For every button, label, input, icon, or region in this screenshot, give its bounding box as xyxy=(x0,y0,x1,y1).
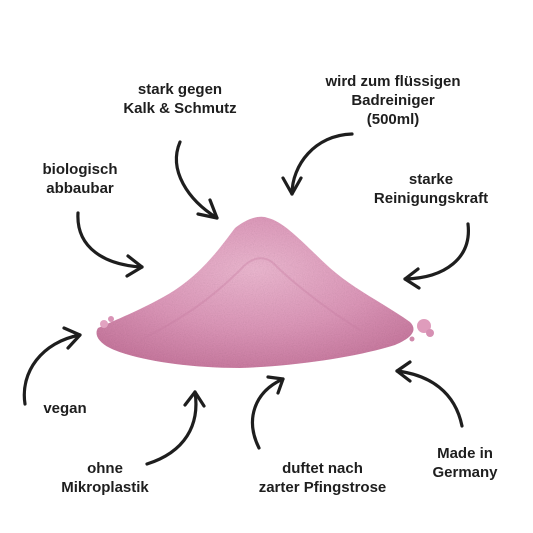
feature-biologisch-line2: abbaubar xyxy=(46,180,114,197)
feature-kalk-line2: Kalk & Schmutz xyxy=(123,100,237,117)
feature-biologisch-line1: biologisch xyxy=(42,161,118,178)
feature-germany: Made in Germany xyxy=(420,444,510,482)
feature-pfingstrose-line2: zarter Pfingstrose xyxy=(258,479,387,496)
feature-mikroplastik-line2: Mikroplastik xyxy=(61,479,149,496)
feature-badreiniger: wird zum flüssigen Badreiniger (500ml) xyxy=(303,72,483,129)
feature-germany-line1: Made in xyxy=(437,445,493,462)
feature-reinigungskraft-line1: starke xyxy=(408,171,454,188)
feature-badreiniger-line2: Badreiniger xyxy=(351,92,435,109)
feature-kalk: stark gegen Kalk & Schmutz xyxy=(110,80,250,118)
pink-powder-pile xyxy=(96,216,434,368)
feature-kalk-line1: stark gegen xyxy=(137,81,223,98)
feature-vegan: vegan xyxy=(30,399,100,418)
arrow-pfingstrose-icon xyxy=(250,375,285,450)
feature-biologisch: biologisch abbaubar xyxy=(25,160,135,198)
arrow-mikroplastik-icon xyxy=(145,390,206,466)
feature-reinigungskraft-line2: Reinigungskraft xyxy=(373,190,489,207)
feature-badreiniger-line3: (500ml) xyxy=(366,111,420,128)
feature-pfingstrose-line1: duftet nach xyxy=(282,460,363,477)
feature-mikroplastik-line1: ohne xyxy=(87,460,123,477)
arrow-reinigungskraft-icon xyxy=(403,222,470,290)
feature-germany-line2: Germany xyxy=(432,464,498,481)
feature-reinigungskraft: starke Reinigungskraft xyxy=(356,170,506,208)
arrow-germany-icon xyxy=(395,360,464,428)
feature-pfingstrose: duftet nach zarter Pfingstrose xyxy=(245,459,400,497)
arrow-kalk-icon xyxy=(174,140,219,220)
arrow-biologisch-icon xyxy=(76,211,144,278)
feature-mikroplastik: ohne Mikroplastik xyxy=(50,459,160,497)
feature-badreiniger-line1: wird zum flüssigen xyxy=(325,73,461,90)
feature-vegan-line1: vegan xyxy=(43,400,87,417)
arrow-badreiniger-icon xyxy=(281,132,354,196)
arrow-vegan-icon xyxy=(22,326,82,406)
